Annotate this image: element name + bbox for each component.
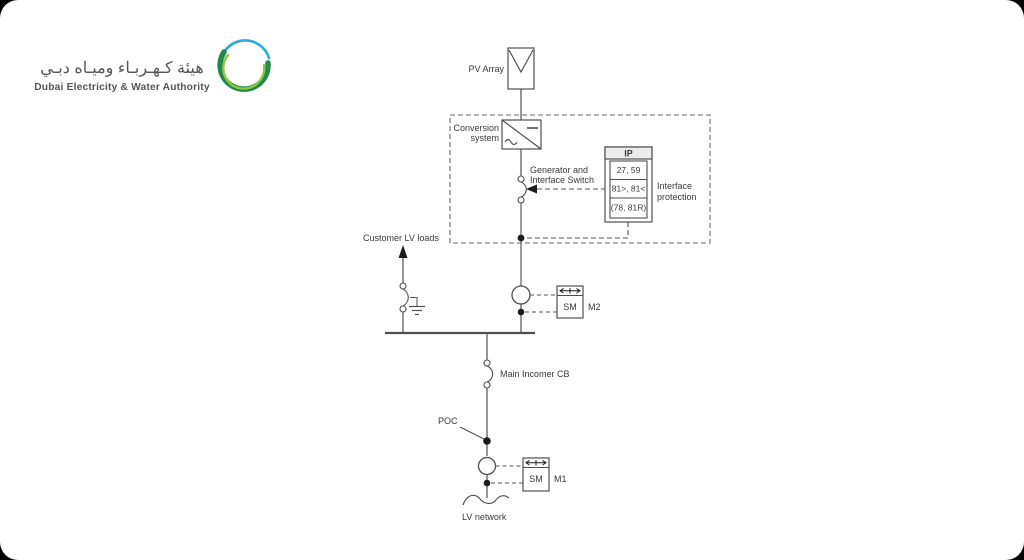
bidirectional-arrow-icon [525,459,547,466]
inverter-symbol [501,119,542,176]
customer-lv-loads-label: Customer LV loads [363,233,439,243]
connection-node [517,234,525,242]
pv-array-label: PV Array [468,64,504,74]
lv-network-label: LV network [462,512,507,522]
meter-m2-symbol: SM M2 [511,285,601,333]
main-incomer-cb-label: Main Incomer CB [500,369,570,379]
load-arrow-icon [398,245,408,258]
conversion-system-label-line1: Conversion [453,123,499,133]
meter-m2-id-label: M2 [588,302,601,312]
conversion-system-label-line2: system [470,133,499,143]
pv-array-symbol [507,47,535,120]
ip-function-78-81r: (78, 81R) [611,203,647,213]
bidirectional-arrow-icon [559,287,581,294]
poc-node [483,437,491,445]
meter-m1-sm-label: SM [529,474,543,484]
customer-loads-branch [399,256,418,333]
generator-switch-label-line2: Interface Switch [530,175,594,185]
generator-interface-switch-symbol [517,175,527,286]
logo-english-title: Dubai Electricity & Water Authority [34,82,210,93]
interface-protection-relay: IP 27, 59 81>, 81< (78, 81R) [604,146,653,223]
interface-protection-label-line2: protection [657,192,697,202]
ip-function-27-59: 27, 59 [617,165,641,175]
poc-leader-line [459,426,487,441]
dewa-logo: هيئة كـهـربـاء وميـاه دبـي Dubai Electri… [34,39,271,93]
logo-arabic-title: هيئة كـهـربـاء وميـاه دبـي [40,60,203,77]
ip-header-label: IP [624,149,633,159]
lv-network-icon [462,494,510,506]
meter-m2-sm-label: SM [563,302,577,312]
meter-m1-id-label: M1 [554,474,567,484]
earth-icon [409,305,425,316]
interface-protection-label-line1: Interface [657,181,692,191]
generating-unit-boundary [449,114,711,244]
dewa-logo-swirl-icon [217,39,271,92]
trip-arrow-icon [526,184,537,194]
ip-function-81: 81>, 81< [612,184,646,194]
poc-label: POC [438,416,458,426]
meter-m1-symbol: SM M1 [477,456,567,498]
ip-sensing-dashed-link [521,222,629,239]
generator-switch-label-line1: Generator and [530,165,588,175]
